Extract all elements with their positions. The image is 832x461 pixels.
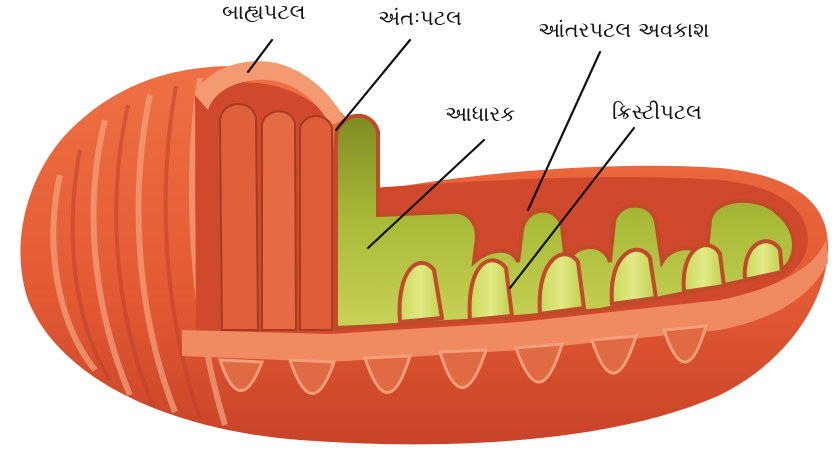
leader-line-inner-membrane: [336, 40, 410, 130]
label-outer-membrane: બાહ્યપટલ: [222, 2, 306, 23]
label-intermembrane-space: આંતરપટલ અવકાશ: [538, 20, 709, 41]
inner-membrane-folds: [220, 104, 332, 330]
label-cristae: ક્રિસ્ટીપટલ: [612, 102, 702, 123]
label-matrix: આધારક: [445, 104, 515, 125]
label-inner-membrane: અંતઃપટલ: [378, 8, 462, 29]
